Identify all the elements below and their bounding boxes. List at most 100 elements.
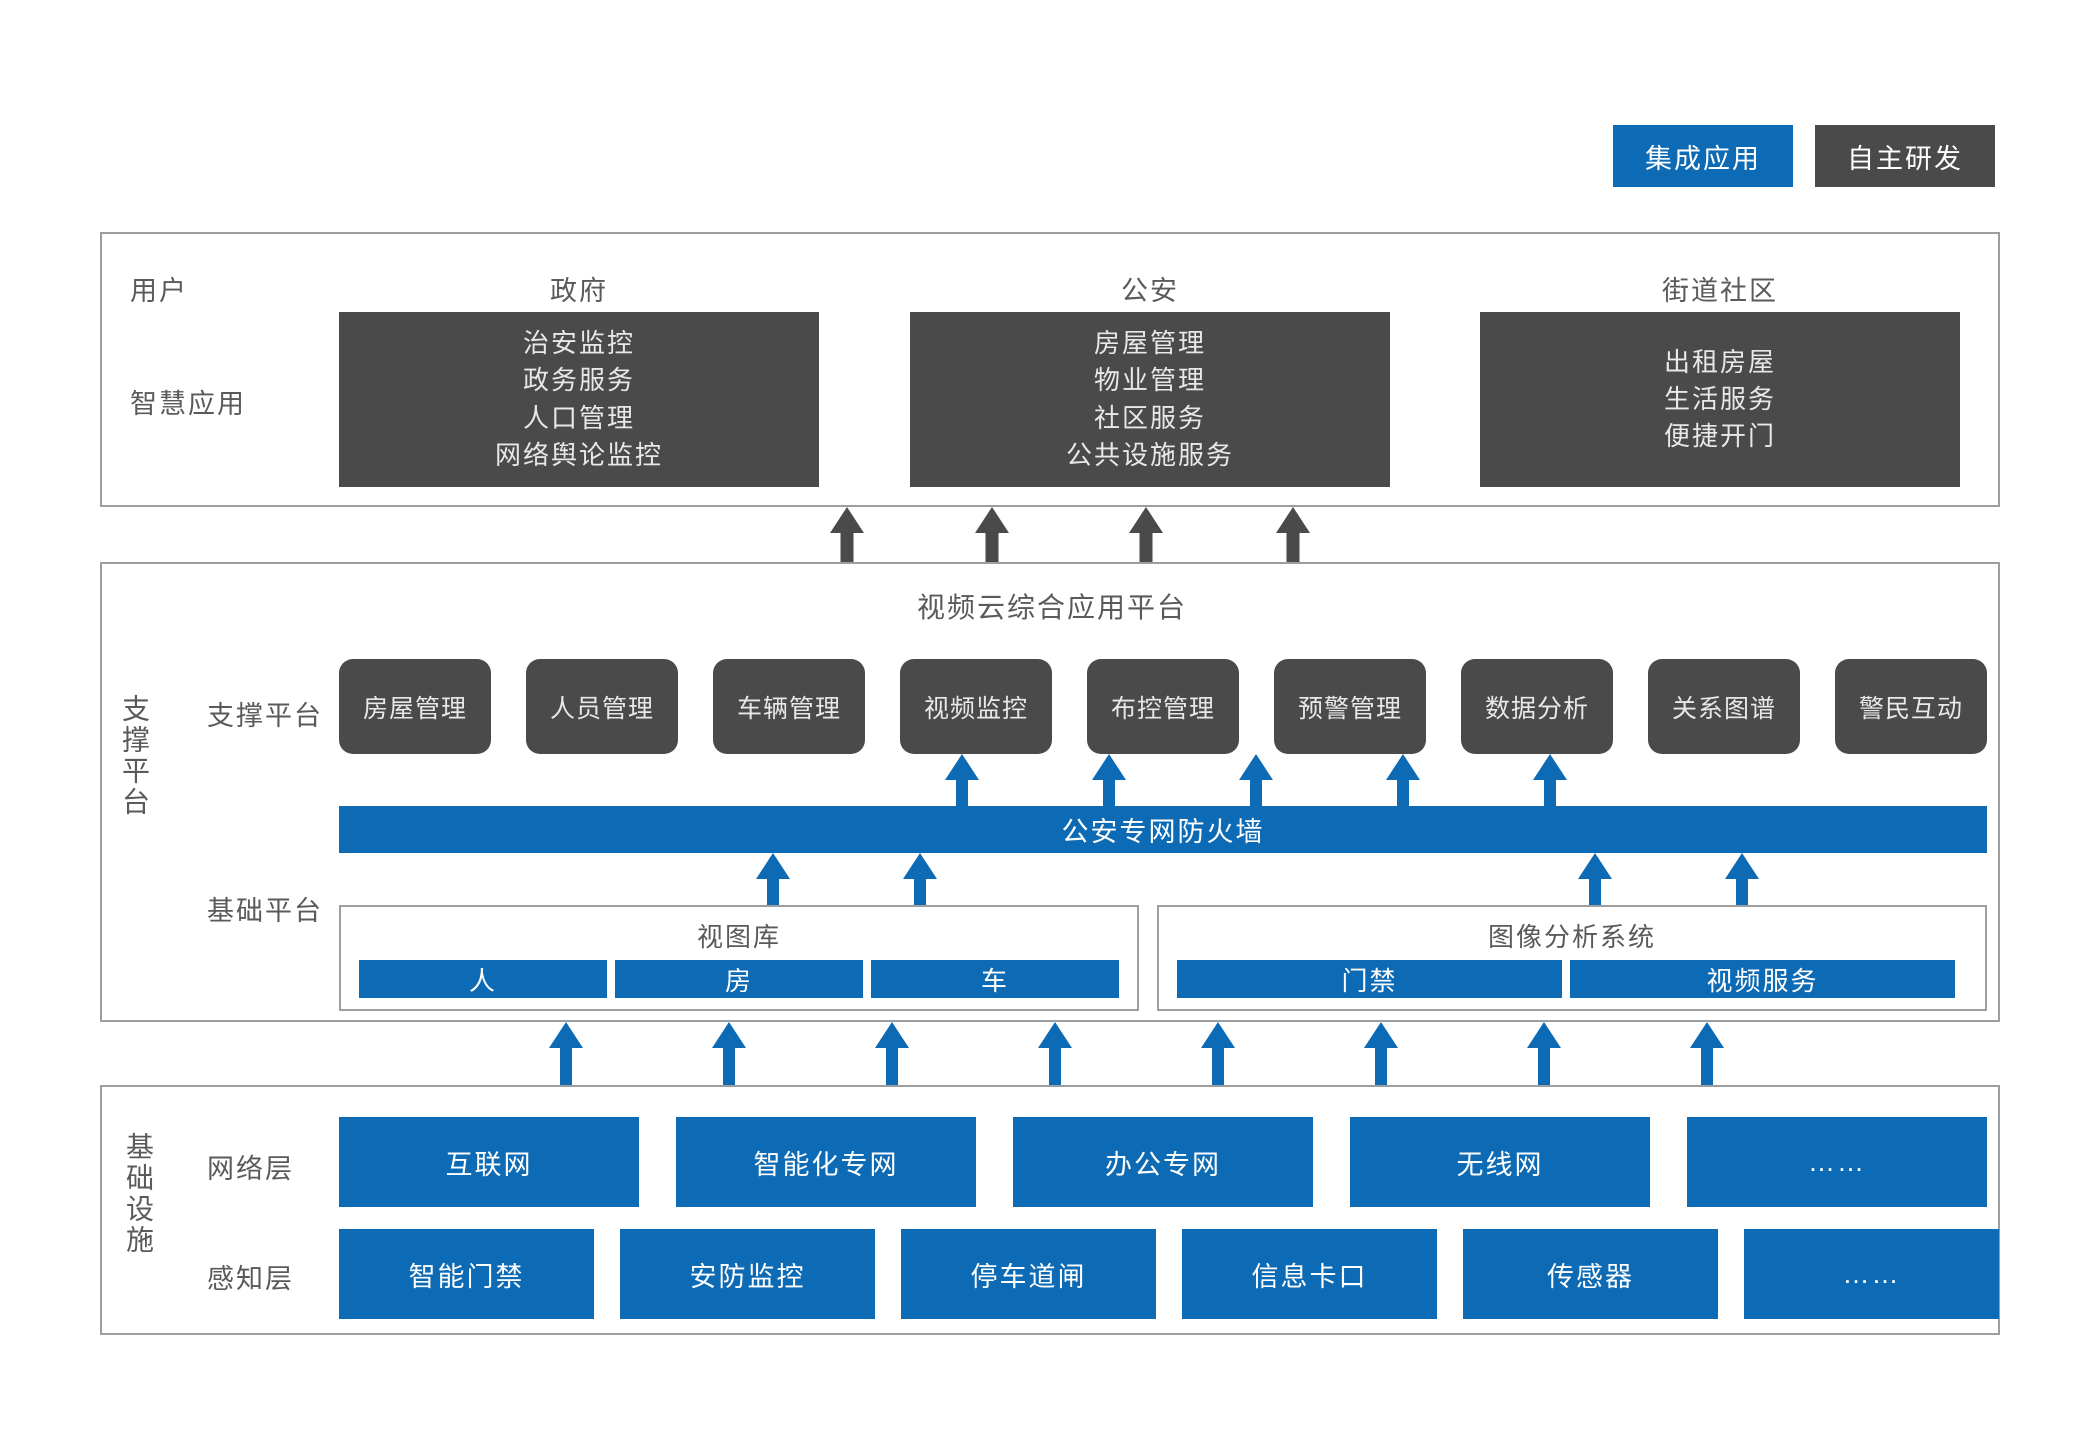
app-card-public-security: 房屋管理 物业管理 社区服务 公共设施服务 xyxy=(910,312,1390,487)
platform-section: 视频云综合应用平台 支撑平台 支撑平台 基础平台 房屋管理 人员管理 车辆管理 … xyxy=(100,562,2000,1022)
row-label-support-platform: 支撑平台 xyxy=(207,701,323,731)
infrastructure-section: 基础设施 网络层 感知层 互联网 智能化专网 办公专网 无线网 …… 智能门禁 … xyxy=(100,1085,2000,1335)
legend: 集成应用 自主研发 xyxy=(1613,125,1995,187)
base-item-view-library-0[interactable]: 人 xyxy=(359,960,607,998)
module-label-5: 预警管理 xyxy=(1297,694,1402,723)
network-item-4[interactable]: …… xyxy=(1687,1117,1987,1207)
arrow-infra-to-platform-6 xyxy=(1363,1022,1399,1085)
perception-item-3[interactable]: 信息卡口 xyxy=(1182,1229,1437,1319)
arrow-firewall-to-module-2 xyxy=(1091,754,1127,806)
base-group-view-library: 视图库 人 房 车 xyxy=(339,905,1139,1011)
arrow-infra-to-platform-7 xyxy=(1526,1022,1562,1085)
arrow-platform-to-apps-4 xyxy=(1275,507,1311,562)
column-head-public-security: 公安 xyxy=(1121,276,1179,306)
base-item-image-analysis-0[interactable]: 门禁 xyxy=(1177,960,1562,998)
vertical-label-infrastructure: 基础设施 xyxy=(123,1132,154,1256)
base-item-image-analysis-1[interactable]: 视频服务 xyxy=(1570,960,1955,998)
module-box-1[interactable]: 人员管理 xyxy=(526,659,678,754)
perception-item-1[interactable]: 安防监控 xyxy=(620,1229,875,1319)
module-box-2[interactable]: 车辆管理 xyxy=(713,659,865,754)
row-label-smart-apps: 智慧应用 xyxy=(130,389,246,419)
app-item-street-community-2: 便捷开门 xyxy=(1663,421,1776,452)
row-label-network-layer: 网络层 xyxy=(207,1154,294,1184)
app-card-street-community: 出租房屋 生活服务 便捷开门 xyxy=(1480,312,1960,487)
app-item-public-security-0: 房屋管理 xyxy=(1093,327,1206,358)
perception-item-4[interactable]: 传感器 xyxy=(1463,1229,1718,1319)
arrow-infra-to-platform-3 xyxy=(874,1022,910,1085)
arrow-infra-to-platform-4 xyxy=(1037,1022,1073,1085)
applications-section: 用户 智慧应用 政府 治安监控 政务服务 人口管理 网络舆论监控 公安 房屋管理… xyxy=(100,232,2000,507)
module-label-1: 人员管理 xyxy=(549,694,654,723)
arrow-base-to-firewall-4 xyxy=(1724,853,1760,905)
app-item-government-2: 人口管理 xyxy=(522,402,635,433)
module-box-6[interactable]: 数据分析 xyxy=(1461,659,1613,754)
column-head-government: 政府 xyxy=(550,276,608,306)
arrow-platform-to-apps-1 xyxy=(829,507,865,562)
row-label-base-platform: 基础平台 xyxy=(207,896,323,926)
legend-label-self-developed: 自主研发 xyxy=(1847,143,1963,174)
base-group-title-image-analysis: 图像分析系统 xyxy=(1487,922,1656,952)
app-card-government: 治安监控 政务服务 人口管理 网络舆论监控 xyxy=(339,312,819,487)
module-box-4[interactable]: 布控管理 xyxy=(1087,659,1239,754)
network-item-2[interactable]: 办公专网 xyxy=(1013,1117,1313,1207)
platform-title: 视频云综合应用平台 xyxy=(916,592,1187,623)
base-item-view-library-1[interactable]: 房 xyxy=(615,960,863,998)
module-label-8: 警民互动 xyxy=(1858,694,1963,723)
firewall-label: 公安专网防火墙 xyxy=(1061,817,1265,847)
app-item-public-security-2: 社区服务 xyxy=(1093,402,1206,433)
module-box-3[interactable]: 视频监控 xyxy=(900,659,1052,754)
network-item-label-4: …… xyxy=(1808,1146,1866,1177)
network-item-0[interactable]: 互联网 xyxy=(339,1117,639,1207)
module-box-5[interactable]: 预警管理 xyxy=(1274,659,1426,754)
perception-item-label-0: 智能门禁 xyxy=(408,1261,525,1292)
perception-item-2[interactable]: 停车道闸 xyxy=(901,1229,1156,1319)
module-box-7[interactable]: 关系图谱 xyxy=(1648,659,1800,754)
network-item-3[interactable]: 无线网 xyxy=(1350,1117,1650,1207)
arrow-firewall-to-module-3 xyxy=(1238,754,1274,806)
arrow-platform-to-apps-2 xyxy=(974,507,1010,562)
base-item-label-view-library-0: 人 xyxy=(468,965,497,996)
arrow-firewall-to-module-4 xyxy=(1385,754,1421,806)
module-label-4: 布控管理 xyxy=(1110,694,1215,723)
app-item-government-0: 治安监控 xyxy=(522,327,635,358)
app-item-government-1: 政务服务 xyxy=(522,365,635,396)
app-item-street-community-0: 出租房屋 xyxy=(1663,346,1776,377)
row-label-users: 用户 xyxy=(130,276,188,306)
vertical-label-support-platform: 支撑平台 xyxy=(119,694,150,818)
module-box-8[interactable]: 警民互动 xyxy=(1835,659,1987,754)
network-item-label-0: 互联网 xyxy=(445,1149,533,1180)
network-item-1[interactable]: 智能化专网 xyxy=(676,1117,976,1207)
perception-item-label-4: 传感器 xyxy=(1547,1261,1634,1292)
base-group-title-view-library: 视图库 xyxy=(696,922,781,952)
arrow-infra-to-platform-8 xyxy=(1689,1022,1725,1085)
perception-item-label-5: …… xyxy=(1842,1258,1901,1289)
base-item-label-view-library-2: 车 xyxy=(980,965,1009,996)
base-item-view-library-2[interactable]: 车 xyxy=(871,960,1119,998)
arrow-infra-to-platform-2 xyxy=(711,1022,747,1085)
arrow-firewall-to-module-5 xyxy=(1532,754,1568,806)
perception-item-5[interactable]: …… xyxy=(1744,1229,1999,1319)
arrow-firewall-to-module-1 xyxy=(944,754,980,806)
legend-label-integrated: 集成应用 xyxy=(1645,143,1761,174)
row-label-perception-layer: 感知层 xyxy=(207,1264,294,1294)
legend-item-integrated-application: 集成应用 xyxy=(1613,125,1793,187)
module-box-0[interactable]: 房屋管理 xyxy=(339,659,491,754)
base-item-label-image-analysis-0: 门禁 xyxy=(1341,965,1398,996)
arrow-base-to-firewall-2 xyxy=(902,853,938,905)
module-label-7: 关系图谱 xyxy=(1671,694,1776,723)
arrow-base-to-firewall-1 xyxy=(755,853,791,905)
app-item-government-3: 网络舆论监控 xyxy=(494,439,663,470)
arrow-base-to-firewall-3 xyxy=(1577,853,1613,905)
legend-item-self-developed: 自主研发 xyxy=(1815,125,1995,187)
arrow-infra-to-platform-5 xyxy=(1200,1022,1236,1085)
network-item-label-3: 无线网 xyxy=(1456,1149,1544,1180)
perception-item-0[interactable]: 智能门禁 xyxy=(339,1229,594,1319)
firewall-bar: 公安专网防火墙 xyxy=(339,806,1987,853)
base-group-image-analysis: 图像分析系统 门禁 视频服务 xyxy=(1157,905,1987,1011)
app-item-street-community-1: 生活服务 xyxy=(1663,383,1776,414)
arrow-platform-to-apps-3 xyxy=(1128,507,1164,562)
network-item-label-2: 办公专网 xyxy=(1105,1149,1221,1180)
app-item-public-security-1: 物业管理 xyxy=(1093,365,1206,396)
perception-item-label-3: 信息卡口 xyxy=(1251,1261,1368,1292)
module-label-0: 房屋管理 xyxy=(362,694,467,723)
